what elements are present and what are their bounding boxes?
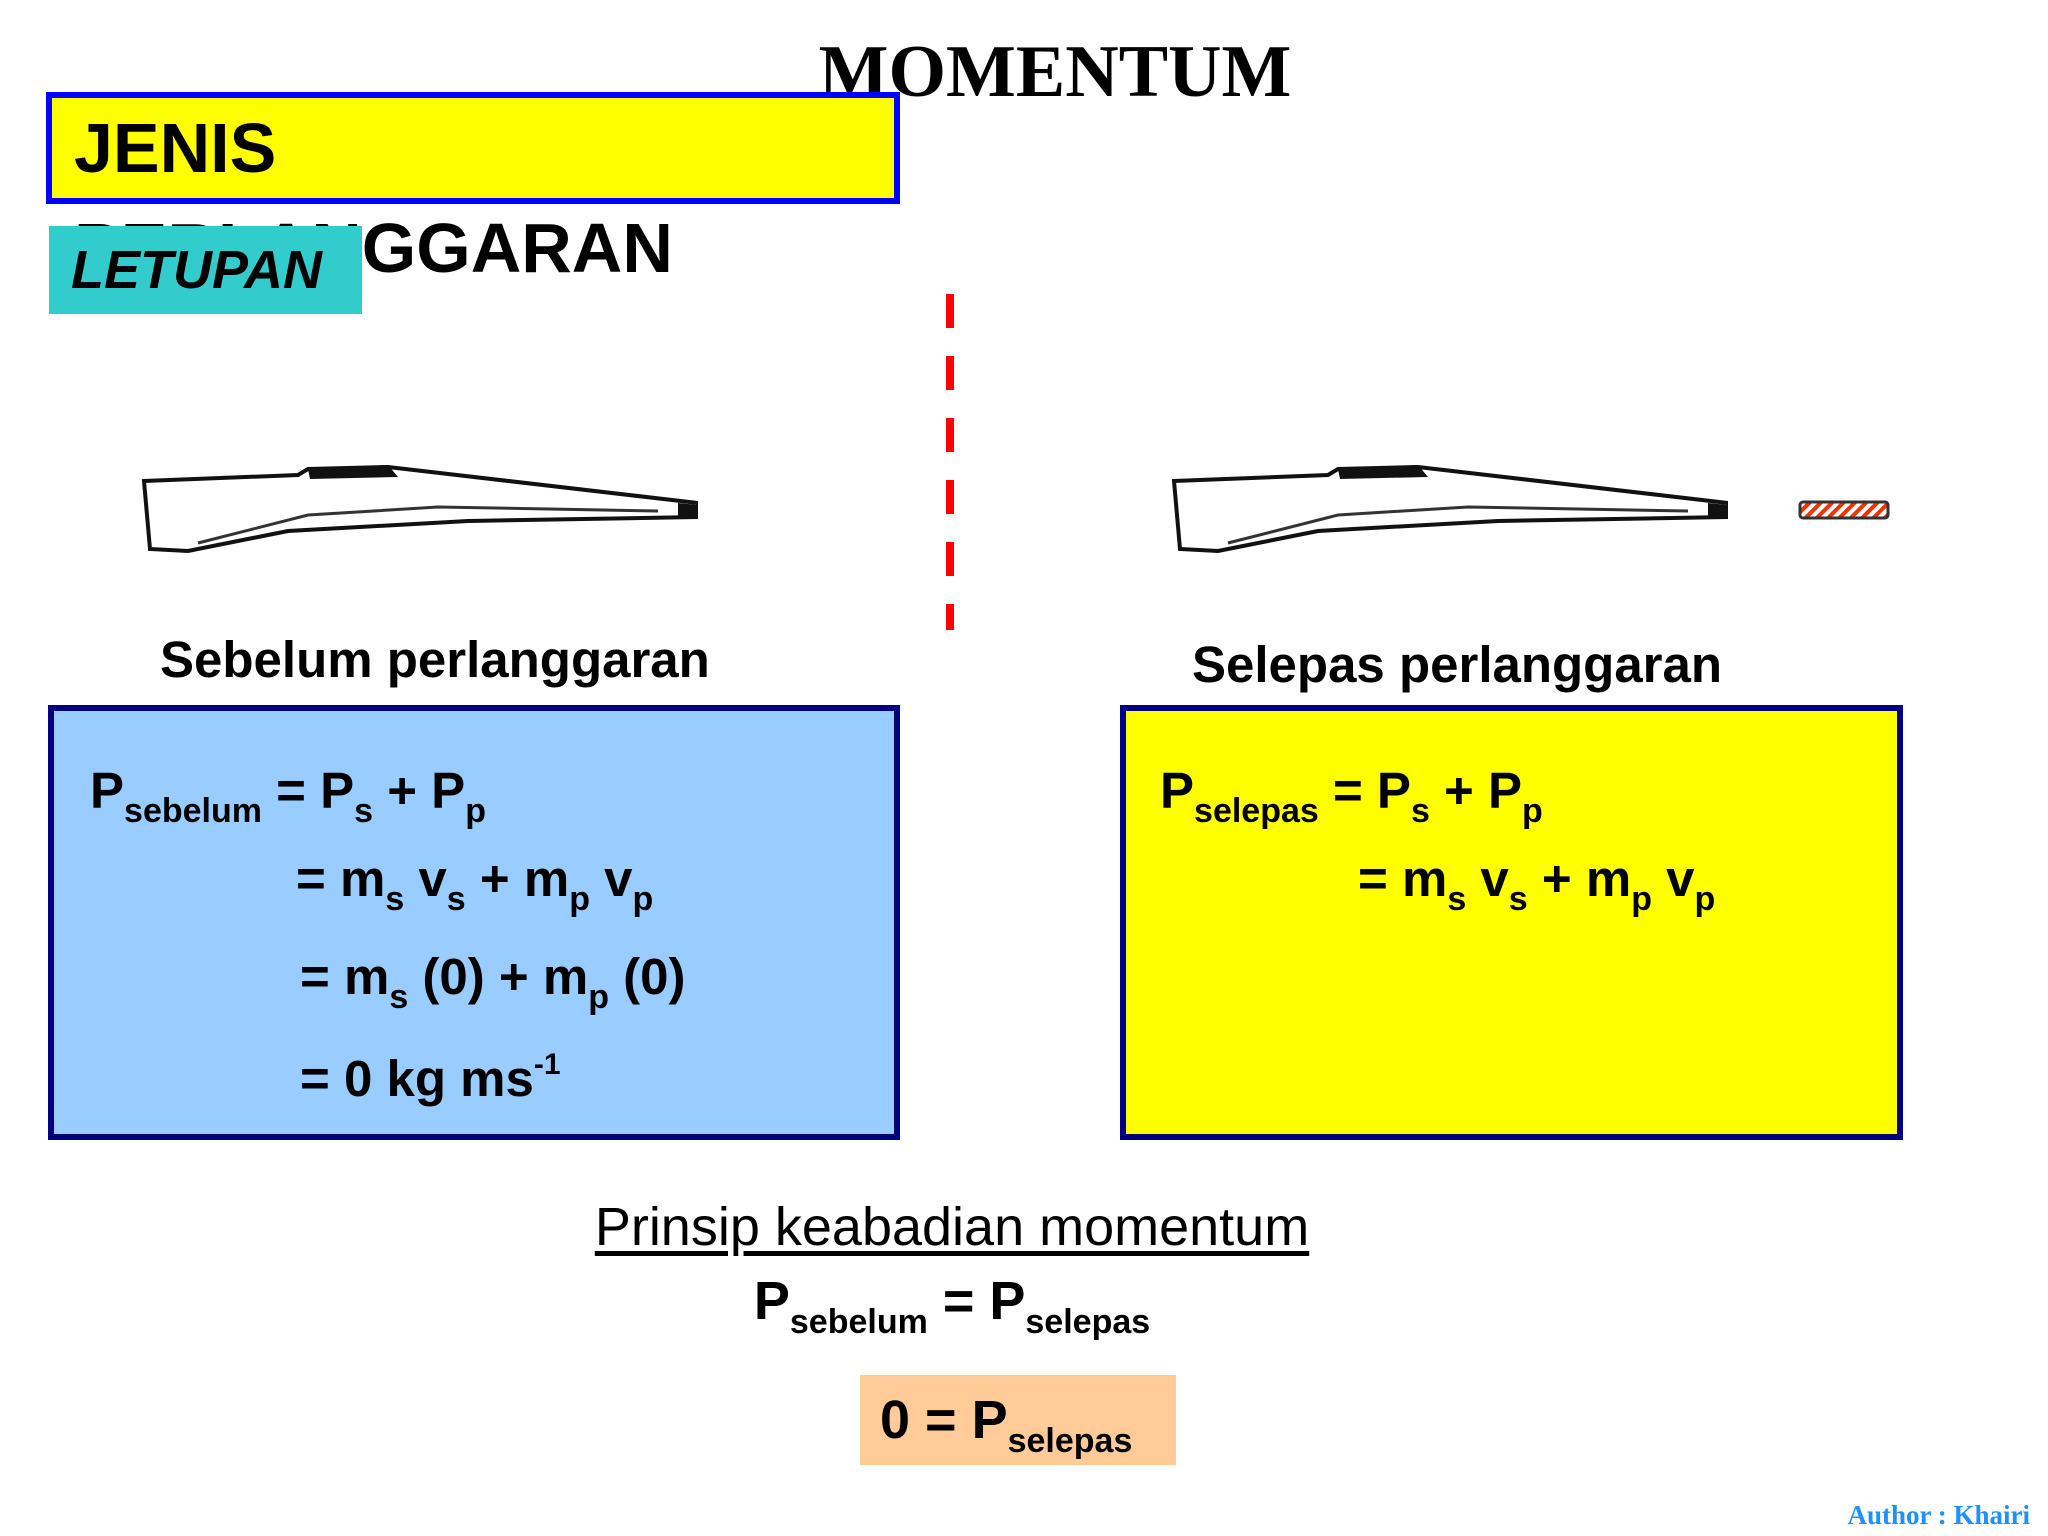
result-box: 0 = Pselepas (860, 1375, 1176, 1465)
symbol: v (589, 850, 633, 907)
subscript: p (465, 792, 486, 830)
equation-line: = ms vs + mp vp (296, 849, 653, 916)
subscript: s (385, 880, 405, 918)
subscript: p (588, 978, 609, 1016)
explosion-label: LETUPAN (49, 226, 362, 314)
symbol: = m (296, 850, 386, 907)
subscript: p (569, 880, 590, 918)
equation-line: Psebelum = Ps + Pp (90, 761, 486, 828)
equation-line: Pselepas = Ps + Pp (1160, 761, 1543, 828)
equation-line: = ms (0) + mp (0) (300, 947, 686, 1014)
symbol: = P (276, 762, 355, 819)
subscript: sebelum (124, 792, 262, 830)
subscript: p (1631, 880, 1652, 918)
symbol: = P (1332, 762, 1411, 819)
collision-type-heading: JENIS PERLANGGARAN (46, 92, 900, 287)
momentum-after-box: Pselepas = Ps + Pp = ms vs + mp vp (1120, 705, 1903, 1140)
subscript: s (1410, 792, 1430, 830)
principle-heading: Prinsip keabadian momentum (594, 1197, 1310, 1257)
symbol: v (1466, 850, 1509, 907)
symbol: = P (927, 1271, 1026, 1331)
symbol: (0) (609, 948, 686, 1005)
symbol: v (404, 850, 447, 907)
symbol: P (90, 762, 125, 819)
subscript: p (632, 880, 654, 918)
divider-line (946, 294, 954, 630)
symbol: = m (1358, 850, 1448, 907)
momentum-before-box: Psebelum = Ps + Pp = ms vs + mp vp = ms … (48, 705, 900, 1140)
equation-line: = 0 kg ms-1 (300, 1049, 561, 1109)
subscript: selepas (1007, 1422, 1133, 1460)
superscript: -1 (533, 1048, 561, 1081)
subscript: p (1694, 880, 1716, 918)
subscript: p (1522, 792, 1543, 830)
subscript: s (1447, 880, 1467, 918)
subscript: s (389, 978, 409, 1016)
subscript: s (1508, 880, 1528, 918)
symbol: P (753, 1271, 790, 1331)
bullet-icon (1798, 500, 1890, 520)
author-credit: Author : Khairi (1847, 1500, 2030, 1530)
symbol: + m (465, 850, 570, 907)
symbol: v (1651, 850, 1695, 907)
symbol: (0) + m (408, 948, 589, 1005)
symbol: = m (300, 948, 390, 1005)
equation-line: = ms vs + mp vp (1358, 849, 1715, 916)
subscript: sebelum (789, 1303, 928, 1341)
subscript: selepas (1194, 792, 1319, 830)
after-caption: Selepas perlanggaran (1192, 636, 1723, 693)
rifle-icon (1171, 464, 1728, 554)
subscript: selepas (1025, 1303, 1151, 1341)
symbol: + m (1527, 850, 1632, 907)
subscript: s (354, 792, 374, 830)
conservation-equation: Psebelum = Pselepas (0, 1268, 1904, 1339)
symbol: P (1160, 762, 1195, 819)
before-caption: Sebelum perlanggaran (160, 631, 710, 688)
subscript: s (446, 880, 466, 918)
symbol: = 0 kg ms (300, 1050, 534, 1107)
rifle-icon (141, 464, 698, 554)
symbol: 0 = P (880, 1390, 1008, 1450)
symbol: + P (373, 762, 466, 819)
symbol: + P (1429, 762, 1523, 819)
